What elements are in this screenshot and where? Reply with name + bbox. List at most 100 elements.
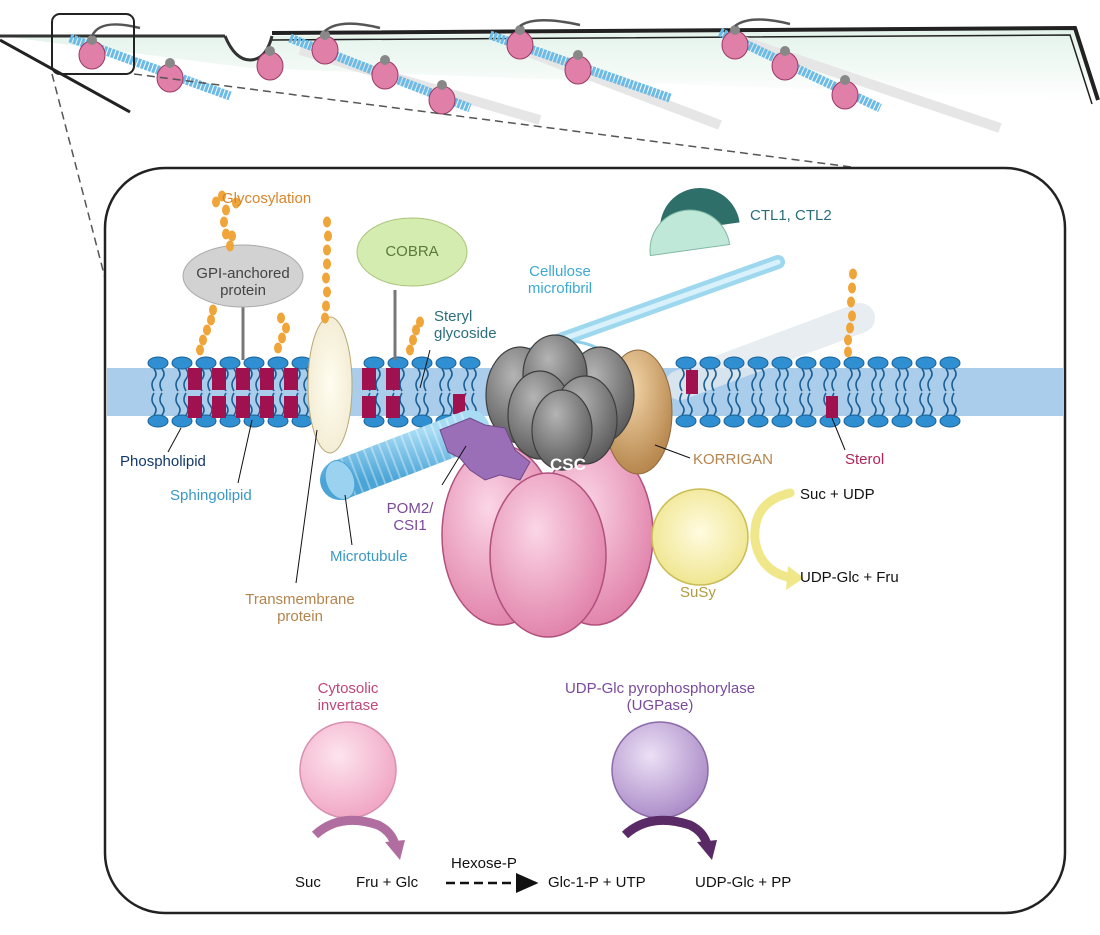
phospholipid-tail xyxy=(895,392,909,416)
phospholipid-tail xyxy=(679,392,693,416)
phospholipid-head xyxy=(675,356,697,370)
glycan-bead xyxy=(324,230,332,242)
suc-udp-label: Suc + UDP xyxy=(800,486,875,503)
ugpase-label: UDP-Glc pyrophosphorylase (UGPase) xyxy=(540,680,780,714)
phospholipid-head xyxy=(939,414,961,428)
phospholipid-tail xyxy=(415,392,429,416)
phospholipid-head xyxy=(747,414,769,428)
ctl-label: CTL1, CTL2 xyxy=(750,207,832,224)
glycan-bead xyxy=(196,344,204,356)
phospholipid-tail xyxy=(895,368,909,392)
sphingolipid-label: Sphingolipid xyxy=(170,487,252,504)
glycan-bead xyxy=(323,244,331,256)
cobra-label: COBRA xyxy=(385,243,439,260)
glycan-bead xyxy=(322,272,330,284)
phospholipid-head xyxy=(267,356,289,370)
phospholipid-head xyxy=(939,356,961,370)
glycan-bead xyxy=(848,282,856,294)
phospholipid-head xyxy=(723,414,745,428)
ugpase-label-line1: UDP-Glc pyrophosphorylase xyxy=(564,680,756,697)
glycan-bead xyxy=(416,316,424,328)
transmembrane-label-line1: Transmembrane xyxy=(245,591,355,608)
phospholipid-tail xyxy=(151,368,165,392)
cytosolic-invertase-label: Cytosolic invertase xyxy=(298,680,398,714)
pom2-csi1-label: POM2/ CSI1 xyxy=(380,500,440,534)
phospholipid-head xyxy=(171,356,193,370)
glycosylation-label: Glycosylation xyxy=(222,190,312,207)
korrigan-label: KORRIGAN xyxy=(693,451,774,468)
cellulose-label-line1: Cellulose xyxy=(529,263,591,280)
phospholipid-head xyxy=(387,356,409,370)
glycan-bead xyxy=(846,322,854,334)
phospholipid-tail xyxy=(943,368,957,392)
glycan-bead xyxy=(220,216,228,228)
glycan-bead xyxy=(274,342,282,354)
phospholipid-head xyxy=(843,356,865,370)
glycan-bead xyxy=(406,344,414,356)
gpi-label-line2: protein xyxy=(220,282,266,299)
glycan-bead xyxy=(847,296,855,308)
phospholipid-head xyxy=(411,414,433,428)
gpi-anchored-protein xyxy=(182,244,304,360)
glycan-bead xyxy=(218,190,226,202)
phospholipid-head xyxy=(243,356,265,370)
phospholipid-tail xyxy=(823,368,837,392)
phospholipid-tail xyxy=(439,368,453,392)
hexose-p-label: Hexose-P xyxy=(451,855,517,872)
leader-lines xyxy=(167,349,846,584)
cellulose-label-line2: microfibril xyxy=(527,280,593,297)
phospholipid-tail xyxy=(175,392,189,416)
phospholipid-head xyxy=(219,356,241,370)
susy-enzyme xyxy=(651,488,749,586)
glycan-bead xyxy=(278,332,286,344)
csc-rosette xyxy=(485,334,635,471)
transmembrane-label-line2: protein xyxy=(277,608,323,625)
phospholipid-head xyxy=(699,414,721,428)
phospholipid-head xyxy=(147,414,169,428)
fru-glc-label: Fru + Glc xyxy=(356,874,419,891)
steryl-glycoside-label: Steryl glycoside xyxy=(434,308,497,342)
phospholipid-head xyxy=(891,414,913,428)
glycan-bead xyxy=(228,230,236,242)
phospholipid-tail xyxy=(799,392,813,416)
phospholipid-tail xyxy=(703,368,717,392)
glycan-bead xyxy=(844,334,852,346)
steryl-label-line2: glycoside xyxy=(434,325,497,342)
suc-label: Suc xyxy=(295,874,321,891)
phospholipid-head xyxy=(411,356,433,370)
glycan-bead xyxy=(323,216,331,228)
phospholipid-tail xyxy=(751,392,765,416)
pom2-csi1-protein xyxy=(439,417,531,481)
phospholipid-tail xyxy=(151,392,165,416)
gpi-anchored-protein-label: GPI-anchored protein xyxy=(183,265,303,299)
glycan-bead xyxy=(222,204,230,216)
phospholipid-head xyxy=(771,414,793,428)
phospholipid-tail xyxy=(727,368,741,392)
glycan-bead xyxy=(412,324,420,336)
phospholipid-tail xyxy=(871,392,885,416)
phospholipid-head xyxy=(867,356,889,370)
glycan-bead xyxy=(209,304,217,316)
glycan-bead xyxy=(323,258,331,270)
glycan-bead xyxy=(322,300,330,312)
ugpase-label-line2: (UGPase) xyxy=(626,697,694,714)
phospholipid-head xyxy=(819,356,841,370)
phospholipid-head xyxy=(915,414,937,428)
membrane-overview xyxy=(0,13,1100,279)
phospholipid-head xyxy=(771,356,793,370)
csc-label: CSC xyxy=(550,455,586,474)
susy-reaction-arrow xyxy=(750,488,804,590)
phospholipid-tail xyxy=(799,368,813,392)
phospholipid-tail xyxy=(175,368,189,392)
gpi-label-line1: GPI-anchored xyxy=(196,265,290,282)
glycan-chains xyxy=(196,190,857,358)
glycan-bead xyxy=(282,322,290,334)
phospholipid-head xyxy=(795,356,817,370)
ctl-proteins xyxy=(649,188,740,257)
glycan-bead xyxy=(321,312,329,324)
udpglc-fru-label: UDP-Glc + Fru xyxy=(800,569,899,586)
glycan-bead xyxy=(277,312,285,324)
phospholipid-label: Phospholipid xyxy=(120,453,206,470)
glycan-bead xyxy=(323,286,331,298)
phospholipid-head xyxy=(363,356,385,370)
